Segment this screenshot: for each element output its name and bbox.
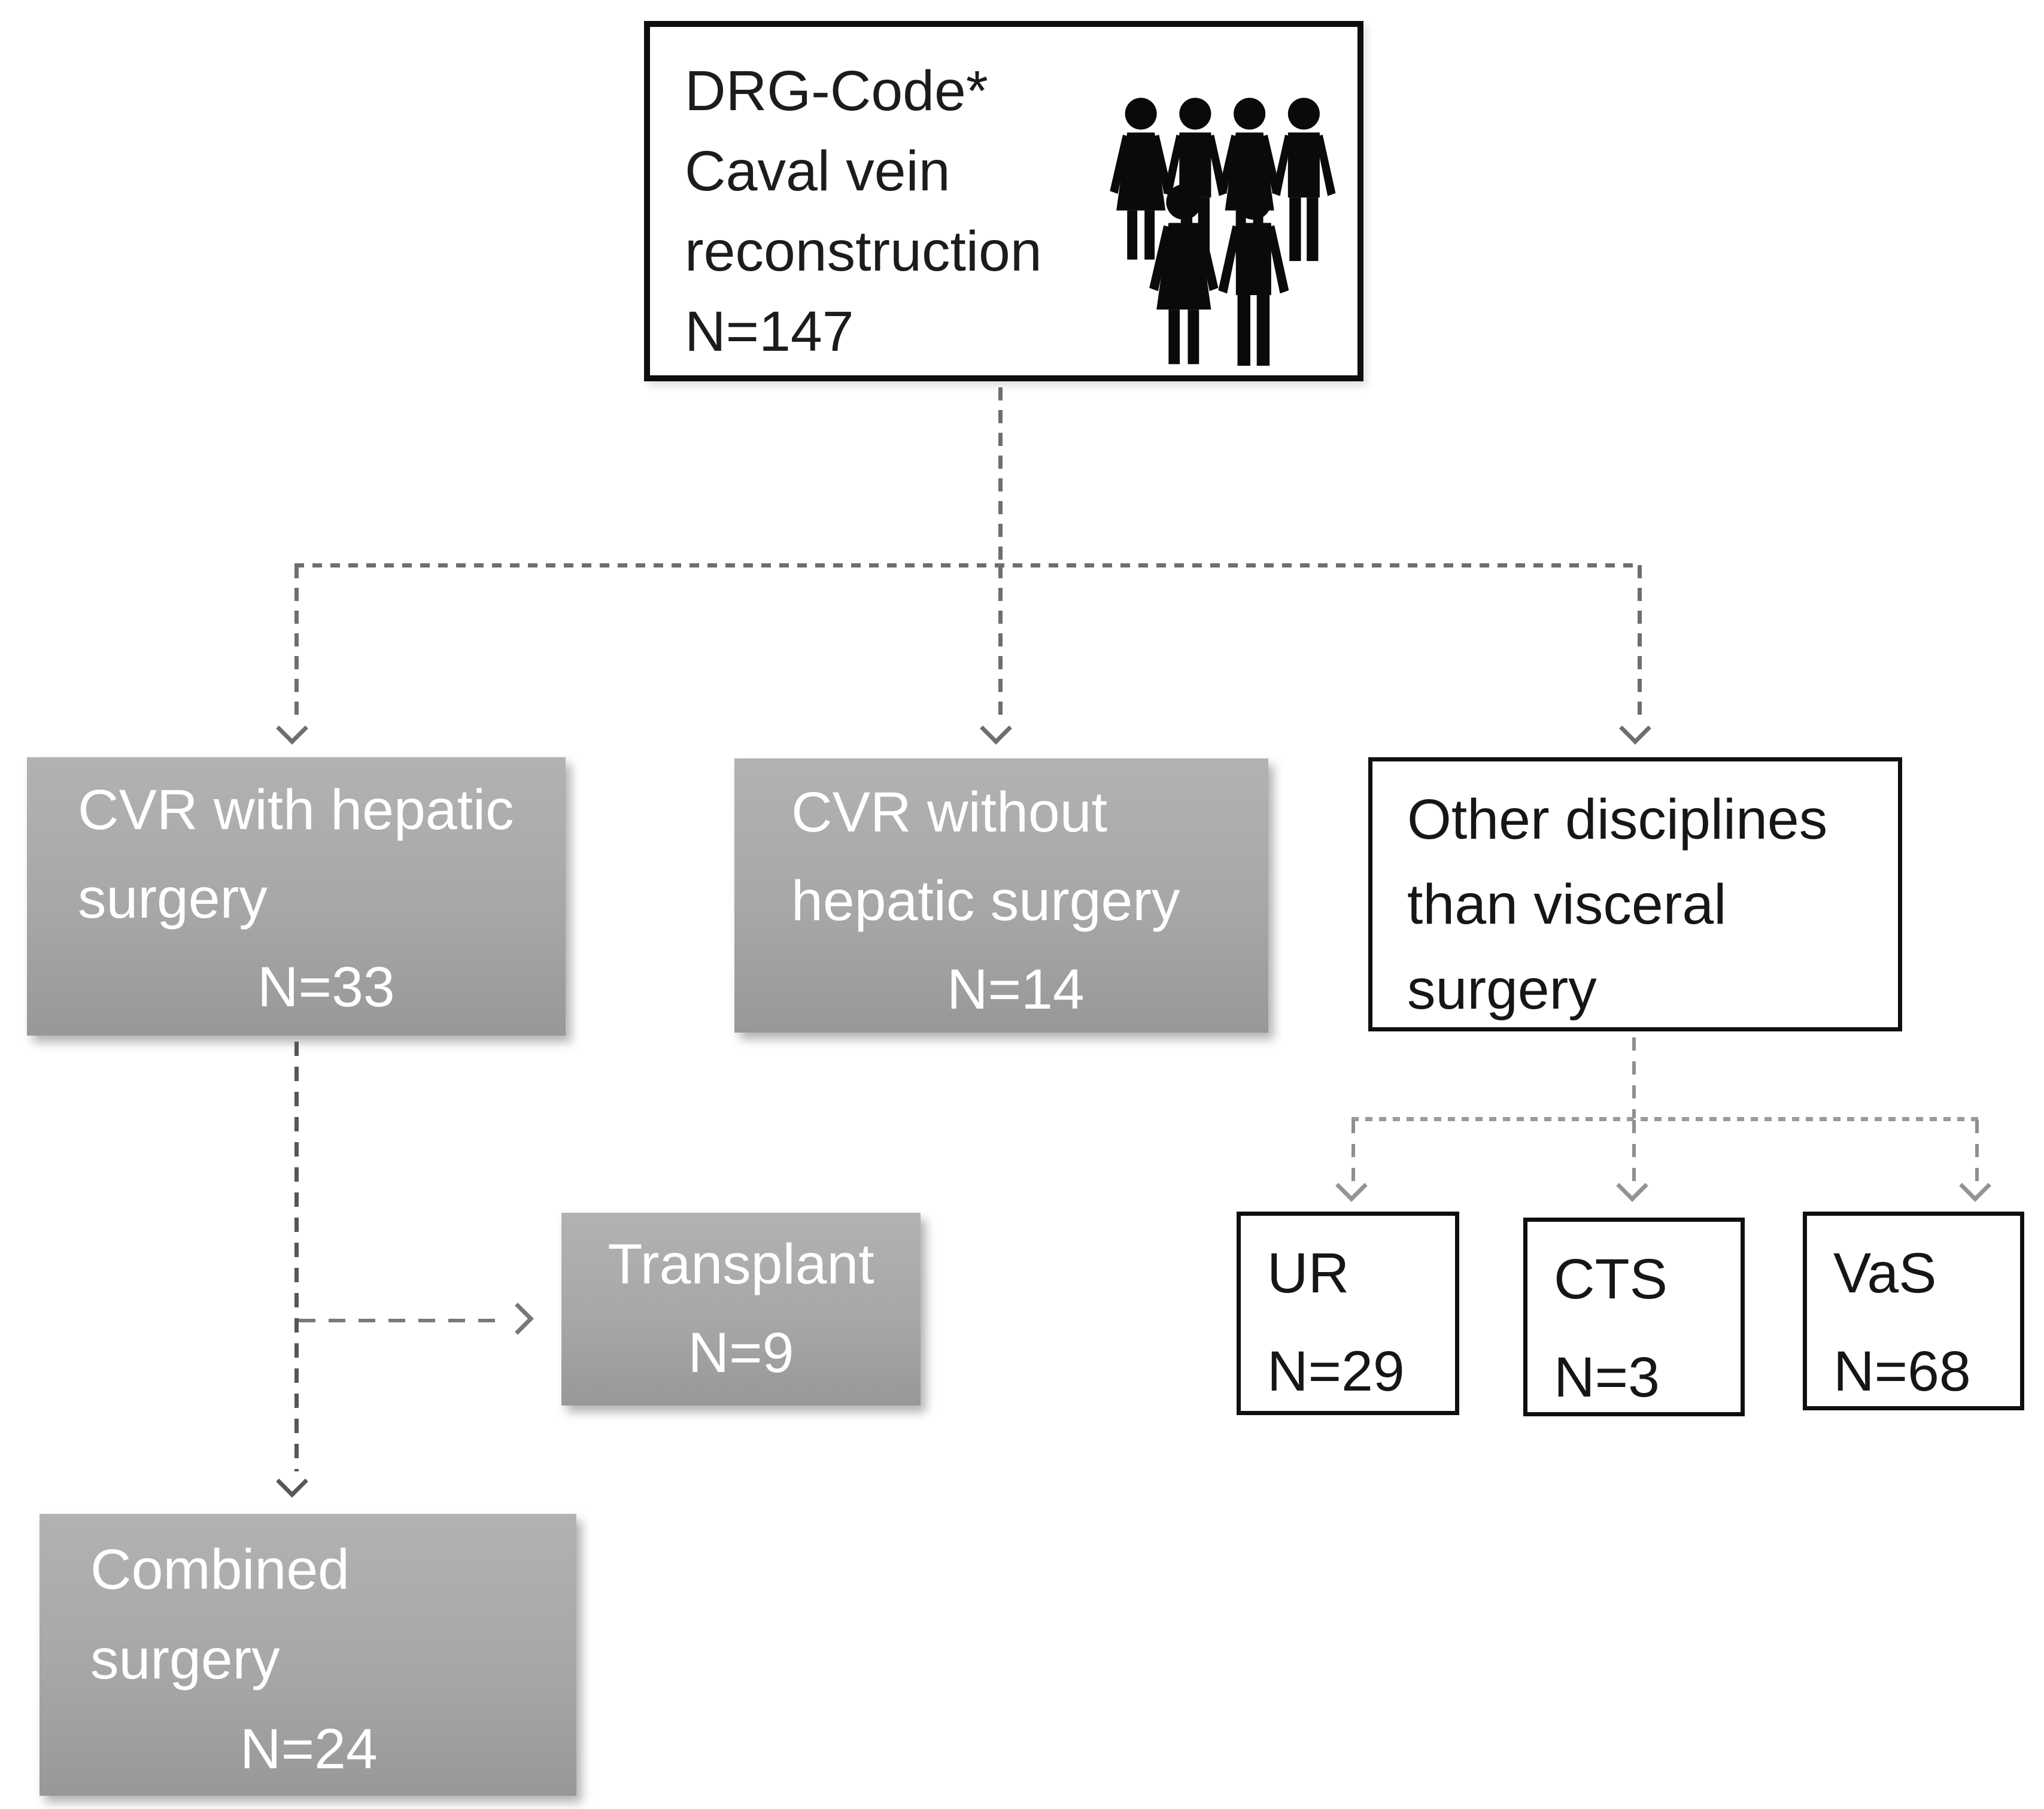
arrow-down-icon bbox=[1335, 1170, 1368, 1202]
cvr-without-line-2: hepatic surgery bbox=[791, 869, 1180, 933]
person-male-icon bbox=[1218, 184, 1289, 366]
other-line-2: than visceral bbox=[1407, 873, 1727, 936]
combined-line-1: Combined bbox=[90, 1538, 350, 1601]
ur-label: UR bbox=[1267, 1242, 1350, 1305]
cvr-without-line-1: CVR without bbox=[791, 781, 1107, 844]
node-combined-surgery: Combined surgery N=24 bbox=[40, 1514, 576, 1796]
transplant-text-block: Transplant N=9 bbox=[561, 1213, 921, 1397]
connector-disciplines-horizontal bbox=[1351, 1117, 1979, 1121]
combined-line-2: surgery bbox=[90, 1628, 280, 1691]
connector-to-other bbox=[1638, 565, 1642, 718]
cts-label: CTS bbox=[1554, 1248, 1668, 1311]
arrow-down-icon bbox=[276, 712, 308, 745]
cvr-with-count: N=33 bbox=[257, 955, 395, 1019]
root-count: N=147 bbox=[685, 300, 854, 363]
vas-count: N=68 bbox=[1833, 1340, 1971, 1403]
connector-branch-horizontal bbox=[294, 563, 1639, 567]
arrow-down-icon bbox=[1616, 1170, 1648, 1202]
cts-count: N=3 bbox=[1554, 1346, 1660, 1409]
connector-other-down bbox=[1632, 1037, 1636, 1118]
other-line-1: Other disciplines bbox=[1407, 788, 1828, 851]
connector-to-cvr-without bbox=[998, 565, 1003, 718]
arrow-down-icon bbox=[980, 712, 1012, 745]
connector-to-cts bbox=[1632, 1120, 1636, 1181]
people-back-row bbox=[1110, 98, 1336, 262]
cvr-with-line-1: CVR with hepatic bbox=[78, 778, 514, 842]
cvr-with-text-block: CVR with hepatic surgery N=33 bbox=[27, 757, 566, 1031]
arrow-down-icon bbox=[1959, 1170, 1991, 1202]
people-group-icon bbox=[1110, 98, 1336, 366]
transplant-count: N=9 bbox=[688, 1321, 794, 1385]
other-text-block: Other disciplines than visceral surgery bbox=[1372, 761, 1898, 1032]
cvr-without-text-block: CVR without hepatic surgery N=14 bbox=[734, 758, 1268, 1034]
node-cvr-with-hepatic: CVR with hepatic surgery N=33 bbox=[27, 757, 566, 1036]
node-ur: UR N=29 bbox=[1237, 1212, 1459, 1415]
root-line-2: Caval vein bbox=[685, 139, 950, 203]
person-male-icon bbox=[1272, 98, 1336, 262]
combined-count: N=24 bbox=[240, 1717, 378, 1781]
people-front-row bbox=[1149, 184, 1289, 366]
connector-cvr-with-down bbox=[294, 1042, 299, 1471]
root-line-3: reconstruction bbox=[685, 220, 1042, 283]
root-text-block: DRG-Code* Caval vein reconstruction N=14… bbox=[650, 27, 1357, 372]
vas-label: VaS bbox=[1833, 1242, 1937, 1305]
cvr-without-count: N=14 bbox=[947, 958, 1085, 1021]
ur-count: N=29 bbox=[1267, 1340, 1405, 1403]
connector-to-ur bbox=[1351, 1120, 1355, 1181]
node-cts: CTS N=3 bbox=[1523, 1218, 1745, 1416]
cvr-with-line-2: surgery bbox=[78, 867, 268, 930]
connector-to-cvr-with bbox=[294, 565, 299, 718]
connector-root-down bbox=[998, 387, 1003, 564]
combined-text-block: Combined surgery N=24 bbox=[40, 1514, 576, 1794]
node-vas: VaS N=68 bbox=[1803, 1212, 2024, 1410]
other-line-3: surgery bbox=[1407, 958, 1597, 1021]
node-cvr-without-hepatic: CVR without hepatic surgery N=14 bbox=[734, 758, 1268, 1033]
transplant-line-1: Transplant bbox=[608, 1233, 874, 1296]
arrow-right-icon bbox=[502, 1303, 534, 1335]
node-other-disciplines: Other disciplines than visceral surgery bbox=[1368, 757, 1902, 1031]
node-drg-code-root: DRG-Code* Caval vein reconstruction N=14… bbox=[644, 21, 1363, 381]
arrow-down-icon bbox=[1619, 712, 1651, 745]
connector-to-transplant bbox=[299, 1319, 507, 1322]
root-line-1: DRG-Code* bbox=[685, 59, 988, 123]
arrow-down-icon bbox=[276, 1465, 308, 1498]
connector-to-vas bbox=[1975, 1120, 1979, 1181]
node-transplant: Transplant N=9 bbox=[561, 1213, 921, 1406]
